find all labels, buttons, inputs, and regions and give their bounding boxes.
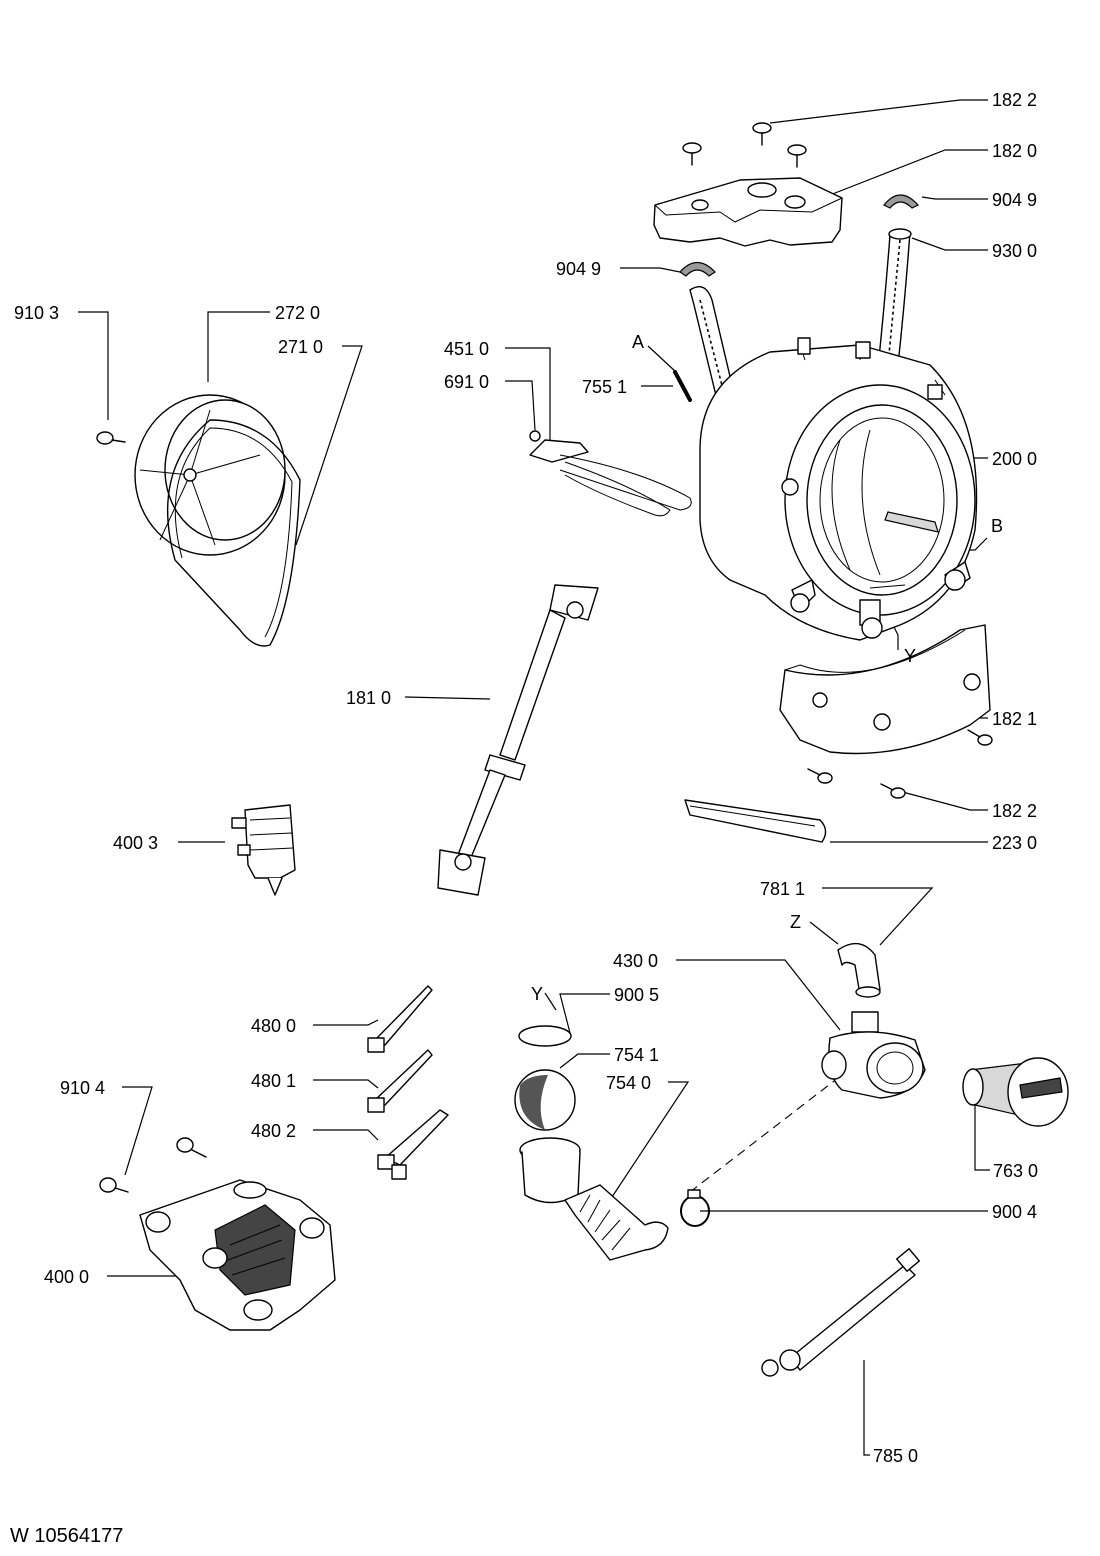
callout-a: A [632, 332, 644, 352]
callout-y-bottom: Y [531, 984, 543, 1004]
screw-182-2-top [682, 122, 807, 168]
belt-271-0 [166, 419, 301, 647]
filter-400-3 [231, 804, 296, 896]
callout-900-4: 900 4 [992, 1202, 1037, 1222]
screw-182-2-bottom [807, 729, 993, 799]
callout-904-9-right: 904 9 [992, 190, 1037, 210]
callout-910-4: 910 4 [60, 1078, 105, 1098]
callout-781-1: 781 1 [760, 879, 805, 899]
callout-904-9-left: 904 9 [556, 259, 601, 279]
callout-480-1: 480 1 [251, 1071, 296, 1091]
callout-labels: 182 2 182 0 904 9 930 0 904 9 910 3 272 … [14, 90, 1038, 1466]
heater-451-0 [529, 430, 692, 517]
screws-910-4 [99, 1137, 207, 1193]
callout-451-0: 451 0 [444, 339, 489, 359]
callout-755-1: 755 1 [582, 377, 627, 397]
callout-223-0: 223 0 [992, 833, 1037, 853]
callout-181-0: 181 0 [346, 688, 391, 708]
document-id: W 10564177 [10, 1525, 123, 1547]
pin-755-1 [673, 370, 692, 402]
lifter-223-0 [684, 799, 827, 843]
callout-b: B [991, 516, 1003, 536]
clamp-900-4 [680, 1189, 710, 1227]
callout-182-2-bottom: 182 2 [992, 801, 1037, 821]
callout-763-0: 763 0 [993, 1161, 1038, 1181]
clamp-904-9 [679, 194, 919, 277]
callout-z: Z [790, 912, 801, 932]
callout-430-0: 430 0 [613, 951, 658, 971]
callout-900-5: 900 5 [614, 985, 659, 1005]
hose-781-1 [837, 942, 881, 998]
pump-housing-430-0 [821, 1011, 926, 1099]
tub-200-0 [699, 337, 978, 641]
ball-754-1 [514, 1069, 576, 1131]
screw-910-3 [96, 431, 126, 445]
callout-691-0: 691 0 [444, 372, 489, 392]
filter-cap-763-0 [962, 1057, 1069, 1127]
callout-y-top: Y [904, 646, 916, 666]
callout-182-2-top: 182 2 [992, 90, 1037, 110]
callout-271-0: 271 0 [278, 337, 323, 357]
callout-400-0: 400 0 [44, 1267, 89, 1287]
callout-400-3: 400 3 [113, 833, 158, 853]
callout-754-0: 754 0 [606, 1073, 651, 1093]
motor-400-0 [139, 1179, 336, 1331]
sump-hose-754-0 [519, 1137, 669, 1261]
hose-930-0 [877, 228, 912, 369]
callout-480-0: 480 0 [251, 1016, 296, 1036]
counterweight-top [653, 177, 843, 247]
bolts-480 [367, 985, 449, 1180]
callout-910-3: 910 3 [14, 303, 59, 323]
callout-200-0: 200 0 [992, 449, 1037, 469]
counterweight-bottom [779, 624, 991, 755]
callout-480-2: 480 2 [251, 1121, 296, 1141]
callout-754-1: 754 1 [614, 1045, 659, 1065]
callout-182-1: 182 1 [992, 709, 1037, 729]
callout-272-0: 272 0 [275, 303, 320, 323]
callout-785-0: 785 0 [873, 1446, 918, 1466]
shock-absorber-181-0 [437, 584, 599, 896]
ring-900-5 [518, 1025, 572, 1047]
callout-182-0: 182 0 [992, 141, 1037, 161]
callout-930-0: 930 0 [992, 241, 1037, 261]
pulley-272-0 [134, 394, 286, 556]
drain-hose-785-0 [761, 1248, 920, 1377]
